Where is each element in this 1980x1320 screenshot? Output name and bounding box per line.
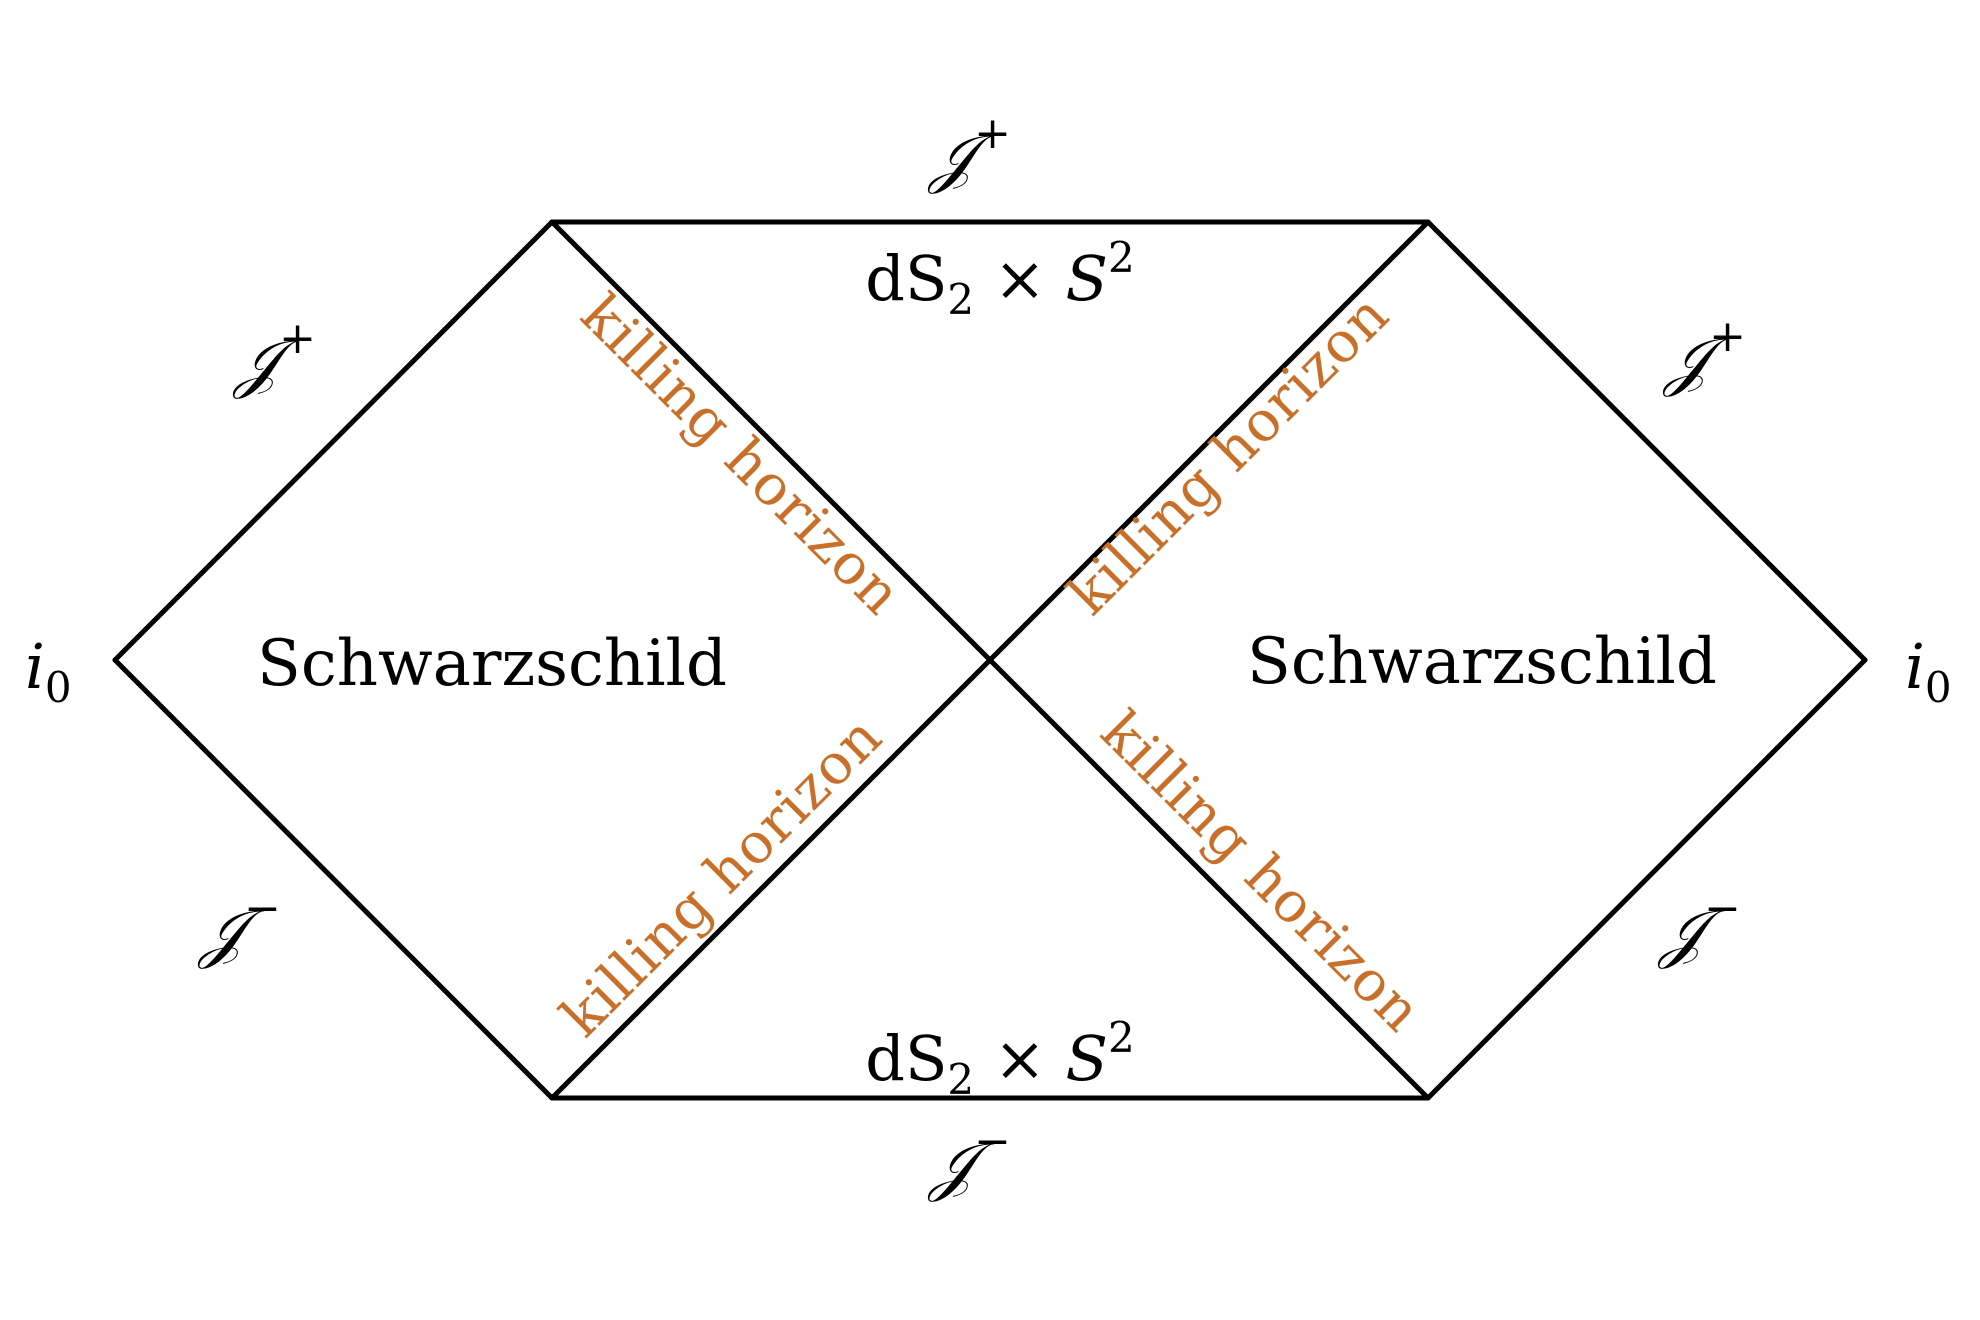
scri-minus-bottom: 𝒥− <box>927 1116 1011 1204</box>
edge-left-upper <box>112 219 555 663</box>
spatial-infinity-right: i0 <box>1905 630 1952 712</box>
edge-right-upper <box>1425 219 1868 663</box>
edge-right-lower <box>1425 657 1868 1101</box>
horizon-label-upper-right: killing horizon <box>1056 282 1402 628</box>
scri-plus-left: 𝒥+ <box>232 313 316 401</box>
horizon-label-upper-left: killing horizon <box>568 282 914 628</box>
scri-plus-right: 𝒥+ <box>1662 311 1746 399</box>
edge-left-lower <box>112 657 555 1101</box>
scri-minus-left: 𝒥− <box>197 883 281 971</box>
horizon-label-lower-left: killing horizon <box>549 704 895 1050</box>
scri-plus-top: 𝒥+ <box>927 108 1011 196</box>
ds2-s2-label-top: dS2 × S2 <box>865 233 1135 324</box>
region-label-right: Schwarzschild <box>1247 625 1717 699</box>
scri-minus-right: 𝒥− <box>1657 883 1741 971</box>
spatial-infinity-left: i0 <box>25 630 72 712</box>
ds2-s2-label-bottom: dS2 × S2 <box>865 1013 1135 1104</box>
horizon-label-lower-right: killing horizon <box>1088 699 1434 1045</box>
region-label-left: Schwarzschild <box>257 627 727 701</box>
horizon-line-ascending <box>549 219 1431 1101</box>
diagram-edges <box>112 219 1868 1101</box>
